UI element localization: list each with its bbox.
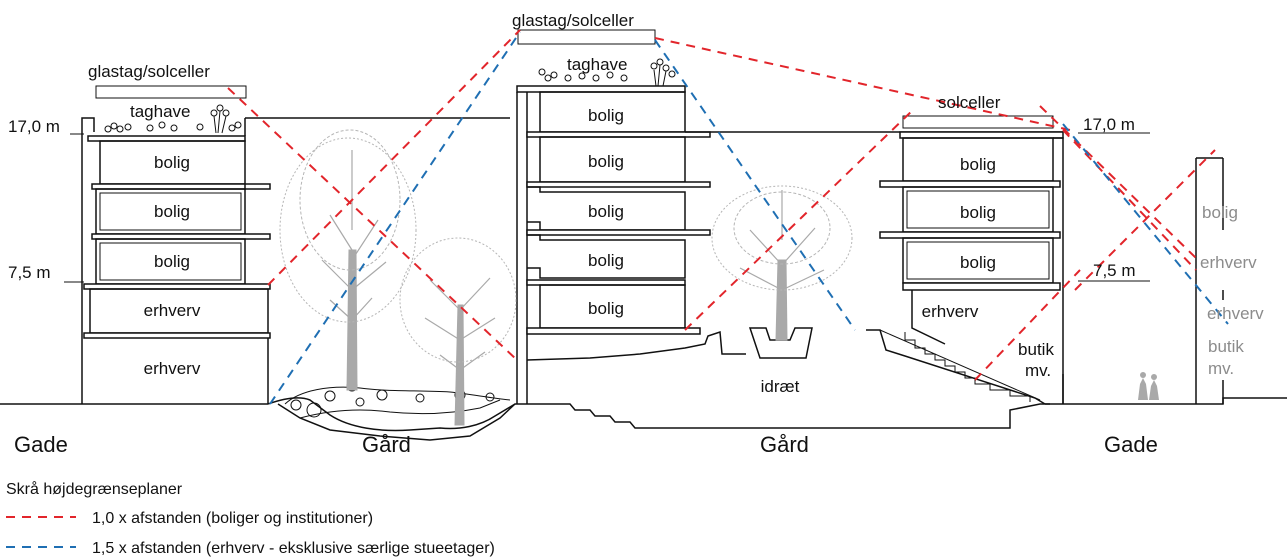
blue-plane <box>654 39 856 331</box>
room-label-bolig: bolig <box>588 152 624 171</box>
legend-blue-label: 1,5 x afstanden (erhverv - eksklusive sæ… <box>92 540 495 557</box>
red-plane <box>267 29 521 286</box>
red-plane <box>654 37 1071 131</box>
red-plane <box>1074 149 1216 291</box>
blue-plane <box>1062 123 1229 325</box>
room-label-bolig: bolig <box>960 203 996 222</box>
taghave-left-label: taghave <box>130 102 191 121</box>
solceller-right-label: solceller <box>938 93 1001 112</box>
height-7-left: 7,5 m <box>8 263 51 282</box>
zone-label-gaard-left: Gård <box>362 432 411 457</box>
room-label-bolig: bolig <box>588 251 624 270</box>
ground-line <box>0 327 1287 441</box>
glastag-left-label: glastag/solceller <box>88 62 210 81</box>
room-label-butik-mv: mv. <box>1025 361 1051 380</box>
height-planes-blue <box>269 31 1229 405</box>
stairs <box>904 332 1031 402</box>
far-right-erhverv-lower: erhverv <box>1207 304 1264 323</box>
zone-label-gade-right: Gade <box>1104 432 1158 457</box>
room-label-bolig: bolig <box>588 202 624 221</box>
legend-red-label: 1,0 x afstanden (boliger og institutione… <box>92 510 373 527</box>
tree-middle-courtyard <box>711 185 853 341</box>
zone-label-gaard-mid: Gård <box>760 432 809 457</box>
far-right-butik: butik <box>1208 337 1244 356</box>
glastag-top-label: glastag/solceller <box>512 11 634 30</box>
far-right-butik-mv: mv. <box>1208 359 1234 378</box>
far-right-bolig: bolig <box>1202 203 1238 222</box>
legend-title: Skrå højdegrænseplaner <box>6 480 183 498</box>
far-right-erhverv-upper: erhverv <box>1200 253 1257 272</box>
people-figures <box>1138 372 1159 400</box>
room-label-bolig: bolig <box>154 202 190 221</box>
room-label-bolig: bolig <box>588 106 624 125</box>
room-label-erhverv: erhverv <box>144 359 201 378</box>
tree-middle-left-courtyard <box>399 237 517 426</box>
room-label-bolig: bolig <box>960 155 996 174</box>
height-17-left: 17,0 m <box>8 117 60 136</box>
legend: Skrå højdegrænseplaner 1,0 x afstanden (… <box>6 480 495 557</box>
left-glass-roof <box>95 85 247 99</box>
room-label-bolig: bolig <box>588 299 624 318</box>
taghave-mid-label: taghave <box>567 55 628 74</box>
room-label-bolig: bolig <box>154 153 190 172</box>
middle-roof-garden-plants <box>538 58 676 87</box>
room-label-bolig: bolig <box>960 253 996 272</box>
blue-plane <box>269 31 521 405</box>
height-planes-red <box>227 29 1216 381</box>
left-roof-garden-plants <box>104 104 242 134</box>
right-building <box>879 115 1064 404</box>
middle-building <box>516 29 1063 404</box>
red-plane <box>227 87 518 361</box>
zone-label-gade-left: Gade <box>14 432 68 457</box>
tree-left-courtyard <box>279 129 417 391</box>
room-label-butik: butik <box>1018 340 1054 359</box>
red-plane <box>1062 129 1197 271</box>
room-label-bolig: bolig <box>154 252 190 271</box>
room-label-erhverv: erhverv <box>144 301 201 320</box>
height-17-right: 17,0 m <box>1083 115 1135 134</box>
red-plane <box>1039 105 1197 259</box>
room-label-idraet: idræt <box>761 377 800 396</box>
far-right-building <box>1195 157 1224 404</box>
room-label-erhverv: erhverv <box>922 302 979 321</box>
left-building <box>81 117 510 404</box>
height-7-right: 7,5 m <box>1093 261 1136 280</box>
red-plane <box>684 107 916 331</box>
